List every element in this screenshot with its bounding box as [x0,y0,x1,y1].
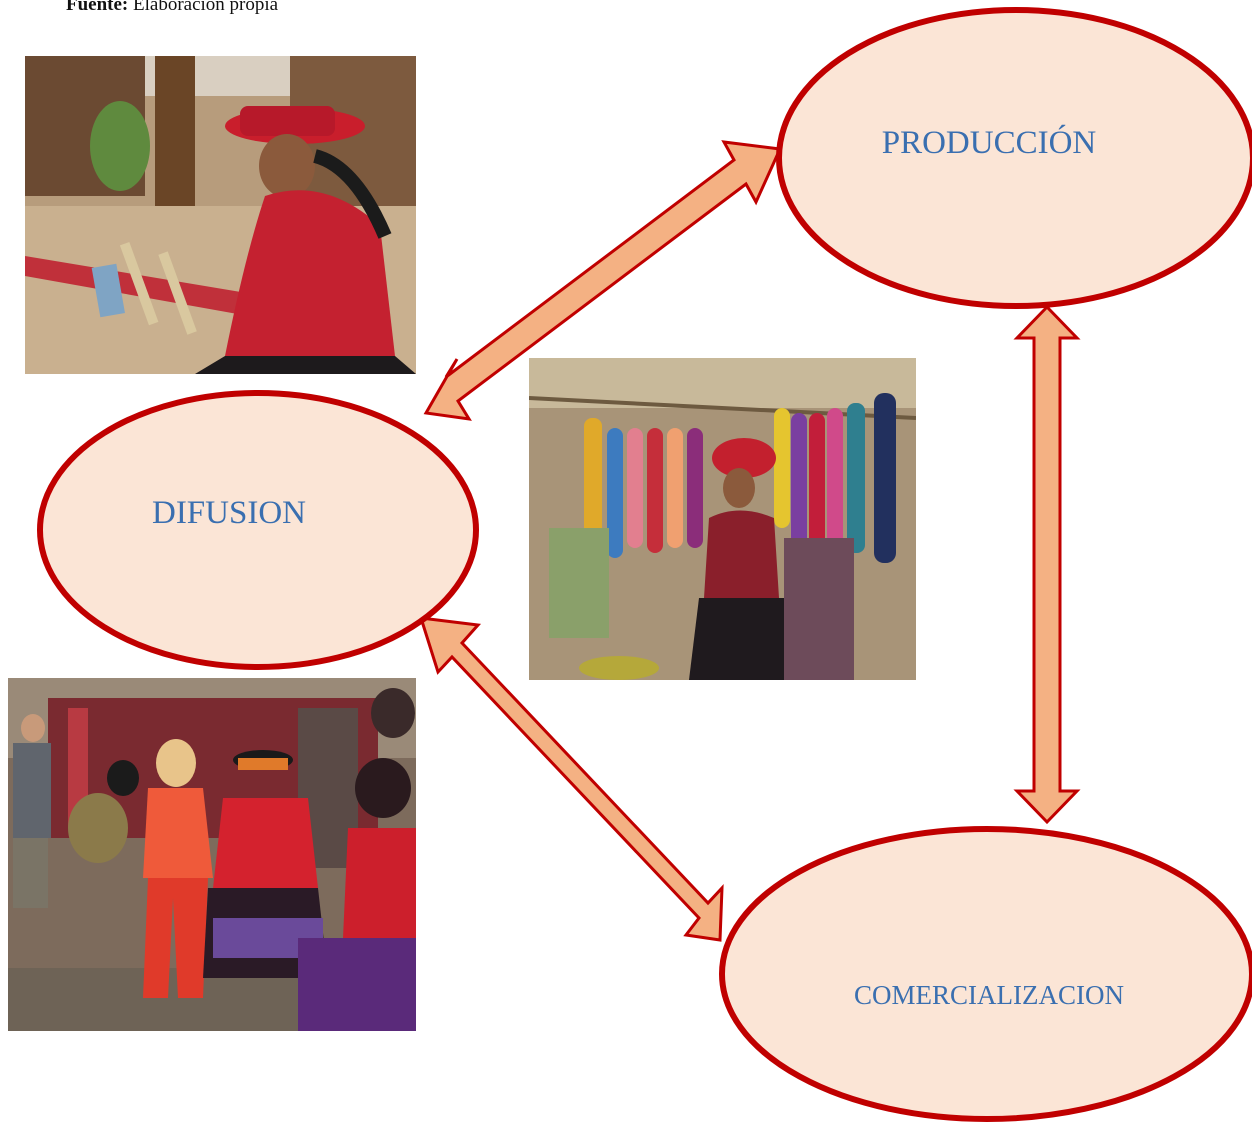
source-text: Elaboración propia [133,0,279,15]
photo-textile-market [8,678,416,1031]
arrow-difusion-comercializacion [418,616,724,942]
photo-weaving [25,56,416,374]
node-produccion-label: PRODUCCIÓN [882,123,1097,161]
node-difusion-label: DIFUSION [152,495,306,531]
node-comercializacion-label: COMERCIALIZACION [854,980,1124,1010]
source-caption: Fuente: Elaboración propia [66,0,278,16]
arrow-produccion-comercializacion [1013,304,1081,825]
arrow-difusion-produccion [423,140,783,421]
node-difusion: DIFUSION [37,390,479,670]
photo-wool-presentation [529,358,916,680]
node-produccion: PRODUCCIÓN [776,7,1252,309]
source-label: Fuente: [66,0,129,15]
node-comercializacion: COMERCIALIZACION [719,826,1252,1122]
